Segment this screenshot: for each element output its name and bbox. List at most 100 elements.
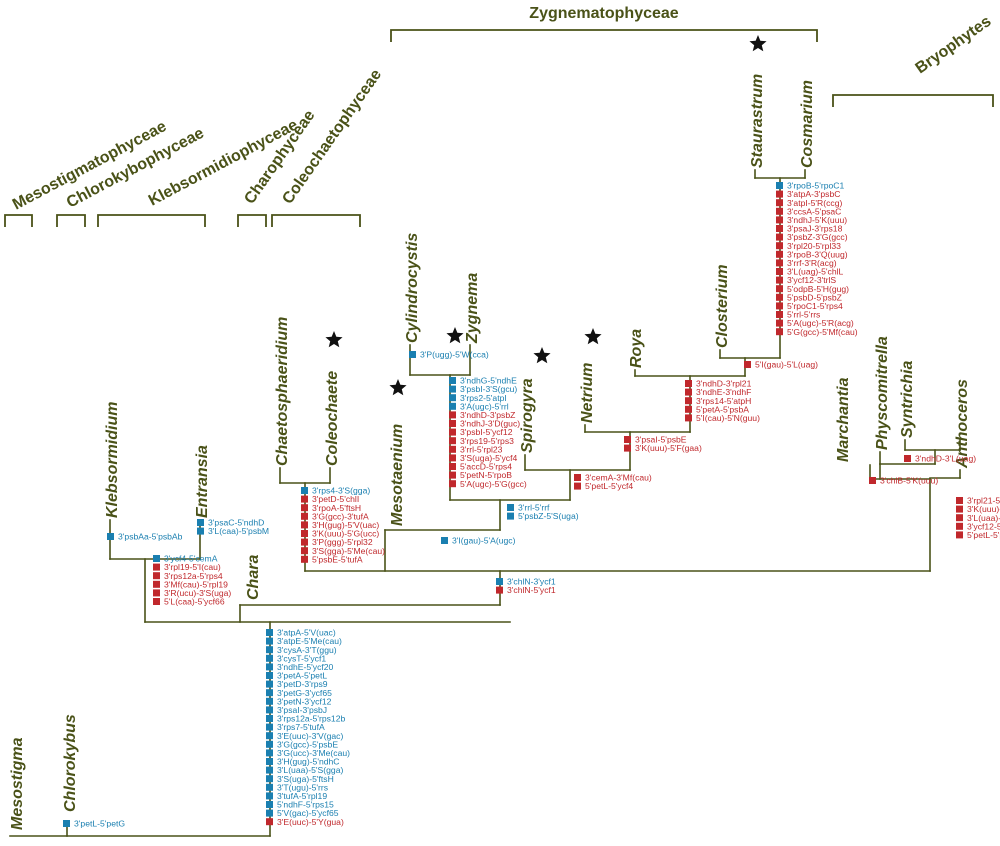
event-marker-loss: [776, 285, 783, 293]
event-label: 3'psaI-3'psbJ: [277, 705, 327, 715]
event-label: 3'S(gga)-5'Me(cau): [312, 546, 385, 556]
event-label: 3'rps7-5'tufA: [277, 722, 325, 732]
event-marker-loss: [449, 454, 456, 462]
event-label: 5'G(gcc)-5'Mf(cau): [787, 327, 858, 337]
event-list-bryophytes: 3'chlB-5'K(uuu): [869, 476, 938, 486]
event-marker-loss: [776, 233, 783, 241]
event-marker-loss: [956, 531, 963, 539]
group-label-bryophytes: Bryophytes: [913, 13, 995, 77]
star-icon-coleochaete: [325, 331, 343, 348]
event-label: 3'rpoB-3'Q(uug): [787, 249, 848, 259]
event-label: 3'Mf(cau)-5'rpl19: [164, 579, 228, 589]
event-marker-gain: [266, 629, 273, 636]
star-icon-staurastrum: [749, 35, 767, 52]
event-marker-gain: [449, 394, 456, 402]
event-marker-loss: [449, 445, 456, 453]
event-label: 5'A(ugc)-5'R(acg): [787, 318, 854, 328]
event-list-anthoceros: 3'rpl21-5'rpl323'K(uuu)-5'psbA3'L(uaa)-5…: [956, 496, 1000, 540]
event-marker-loss: [869, 477, 876, 484]
event-marker-loss: [449, 480, 456, 488]
event-label: 3'ndhE-3'ndhF: [696, 387, 751, 397]
event-label: 5'psbE-5'tufA: [312, 554, 363, 564]
event-label: 3'ndhE-5'ycf20: [277, 662, 334, 672]
event-marker-loss: [776, 302, 783, 310]
event-label: 3'L(uaa)-5'F(gaa): [967, 513, 1000, 523]
event-marker-gain: [266, 706, 273, 714]
event-label: 3'ndhJ-3'D(guc): [460, 419, 520, 429]
event-marker-loss: [776, 319, 783, 327]
event-label: 5'petN-5'rpoB: [460, 470, 512, 480]
event-label: 3'petD-3'rps9: [277, 679, 328, 689]
event-label: 5'I(cau)-5'N(guu): [696, 413, 760, 423]
event-marker-gain: [266, 775, 273, 783]
event-label: 5'I(gau)-5'L(uag): [755, 360, 818, 370]
event-label: 3'psaJ-3'rps18: [787, 224, 843, 234]
event-label: 5'odpB-5'H(gug): [787, 284, 849, 294]
group-bracket-klebsormidiophyceae: [97, 214, 206, 227]
event-marker-loss: [956, 505, 963, 513]
event-marker-loss: [301, 538, 308, 546]
event-marker-gain: [449, 402, 456, 410]
event-marker-loss: [496, 586, 503, 594]
event-label: 5'rrl-5'rrs: [787, 310, 820, 320]
event-label: 3'S(uga)-5'ycf4: [460, 453, 517, 463]
event-marker-gain: [63, 820, 70, 827]
event-marker-gain: [266, 792, 273, 800]
event-list-chlorokybus: 3'petL-5'petG: [63, 819, 125, 829]
taxon-label-staurastrum: Staurastrum: [749, 74, 766, 168]
group-bracket-mesostigmatophyceae: [4, 214, 33, 227]
event-list-zygnematophyceae: 3'I(gau)-5'A(ugc): [441, 536, 516, 546]
event-label: 3'I(gau)-5'A(ugc): [452, 536, 516, 546]
event-label: 3'rpl21-5'rpl32: [967, 496, 1000, 506]
taxon-label-cylindrocystis: Cylindrocystis: [404, 233, 421, 343]
event-label: 3'K(uuu)-5'G(ucc): [312, 529, 379, 539]
taxon-label-cosmarium: Cosmarium: [799, 80, 816, 168]
event-label: 3'H(gug)-5'ndhC: [277, 757, 340, 767]
event-label: 3'ndhD-3'psbZ: [460, 410, 515, 420]
event-marker-loss: [301, 512, 308, 520]
event-label: 5'psbZ-5'S(uga): [518, 511, 579, 521]
event-label: 5'ndhF-5'rps15: [277, 800, 334, 810]
event-marker-loss: [776, 250, 783, 258]
event-marker-loss: [153, 598, 160, 605]
event-marker-gain: [441, 537, 448, 544]
event-marker-loss: [301, 530, 308, 537]
event-label: 3'G(ucc)-3'Me(cau): [277, 748, 350, 758]
event-list-klebsormidiophyceae: 3'ycf4-5'cemA3'rpl19-5'I(cau)3'rps12a-5'…: [153, 554, 231, 607]
event-marker-gain: [266, 646, 273, 654]
taxon-label-chara: Chara: [245, 555, 262, 600]
event-label: 3'ccsA-5'psaC: [787, 206, 841, 216]
event-label: 3'rps12a-5'rps12b: [277, 714, 345, 724]
event-label: 3'ndhG-5'ndhE: [460, 376, 517, 386]
event-marker-loss: [776, 293, 783, 301]
event-marker-gain: [266, 740, 273, 748]
taxon-label-roya: Roya: [628, 329, 645, 368]
event-label: 3'G(gcc)-3'tufA: [312, 511, 369, 521]
event-marker-gain: [449, 385, 456, 393]
event-label: 5'psbD-5'psbZ: [787, 292, 842, 302]
event-label: 5'L(caa)-5'ycf66: [164, 597, 225, 607]
event-marker-loss: [776, 199, 783, 207]
event-label: 3'K(uuu)-5'psbA: [967, 504, 1000, 514]
event-marker-loss: [685, 380, 692, 387]
event-label: 3'atpE-5'Me(cau): [277, 636, 342, 646]
event-marker-loss: [301, 547, 308, 555]
event-label: 3'chlB-5'K(uuu): [880, 476, 938, 486]
event-list-desmids: 5'I(gau)-5'L(uag): [744, 360, 818, 370]
event-marker-gain: [266, 637, 273, 645]
event-marker-loss: [904, 455, 911, 462]
event-label: 3'ycf4-5'cemA: [164, 554, 218, 564]
taxon-label-anthoceros: Anthoceros: [954, 379, 971, 469]
taxon-label-zygnema: Zygnema: [464, 273, 481, 344]
event-label: 3'cysA-3'T(ggu): [277, 645, 337, 655]
event-marker-loss: [574, 474, 581, 481]
taxon-label-klebsormidium: Klebsormidium: [104, 402, 121, 518]
event-label: 3'L(uag)-5'chlL: [787, 267, 844, 277]
event-label: 3'rrl-5'rrf: [518, 503, 550, 513]
event-marker-gain: [301, 487, 308, 494]
taxon-label-chaetosphaeridium: Chaetosphaeridium: [274, 317, 291, 466]
event-label: 5'A(ugc)-5'G(gcc): [460, 479, 527, 489]
taxon-label-netrium: Netrium: [579, 363, 596, 423]
